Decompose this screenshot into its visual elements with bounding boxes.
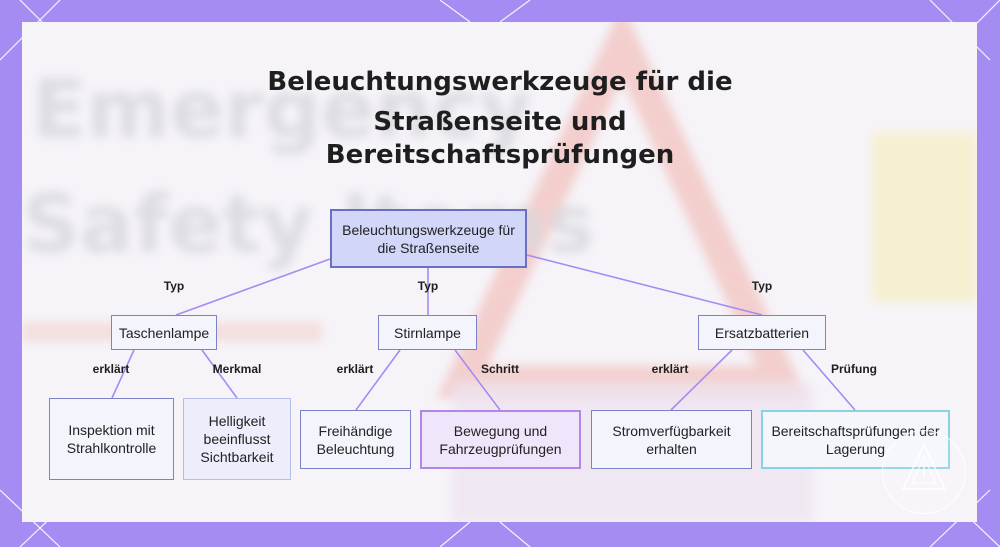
- title-line-3: Bereitschaftsprüfungen: [325, 140, 675, 170]
- edge-label-schritt: Schritt: [480, 362, 520, 376]
- edge-root-taschenlampe: [175, 258, 331, 316]
- node-ersatzbatterien: Ersatzbatterien: [698, 315, 826, 350]
- edge-label-pruefung: Prüfung: [831, 362, 877, 376]
- node-taschenlampe-label: Taschenlampe: [118, 324, 210, 341]
- edge-label-typ-1: Typ: [163, 279, 185, 293]
- node-ersatzbatterien-label: Ersatzbatterien: [714, 324, 810, 341]
- node-inspektion: Inspektion mit Strahlkontrolle: [49, 398, 174, 480]
- root-node-label: Beleuchtungswerkzeuge für die Straßensei…: [342, 221, 515, 256]
- warning-badge-icon: [882, 430, 966, 514]
- node-helligkeit-label: Helligkeit beeinflusst Sichtbarkeit: [200, 413, 274, 465]
- edge-ersatz-bereitschaft: [802, 349, 856, 411]
- edge-stirnlampe-freihaendig: [355, 349, 401, 411]
- title-line-2: Straßenseite und: [373, 107, 627, 137]
- edge-stirnlampe-bewegung: [454, 349, 501, 411]
- edge-label-merkmal: Merkmal: [212, 362, 262, 376]
- node-inspektion-label: Inspektion mit Strahlkontrolle: [66, 422, 157, 456]
- edge-taschenlampe-helligkeit: [201, 349, 238, 399]
- root-node: Beleuchtungswerkzeuge für die Straßensei…: [330, 209, 527, 268]
- title-line-1: Beleuchtungswerkzeuge für die: [267, 67, 733, 97]
- node-bewegung: Bewegung und Fahrzeugprüfungen: [420, 410, 581, 469]
- edge-ersatz-stromverfuegbarkeit: [670, 349, 733, 411]
- edge-label-erklaert-2: erklärt: [336, 362, 374, 376]
- edge-label-typ-3: Typ: [751, 279, 773, 293]
- edge-label-typ-2: Typ: [417, 279, 439, 293]
- node-freihaendig-label: Freihändige Beleuchtung: [316, 422, 395, 457]
- node-bereitschaft-label: Bereitschaftsprüfungen der Lagerung: [771, 422, 940, 457]
- edge-label-erklaert-3: erklärt: [651, 362, 689, 376]
- node-stromverfuegbarkeit-label: Stromverfügbarkeit erhalten: [612, 422, 731, 457]
- edge-taschenlampe-inspektion: [111, 349, 135, 399]
- node-stirnlampe: Stirnlampe: [378, 315, 477, 350]
- node-bewegung-label: Bewegung und Fahrzeugprüfungen: [439, 422, 562, 457]
- node-taschenlampe: Taschenlampe: [111, 315, 217, 350]
- watermark-line-1: Emergency: [32, 63, 532, 156]
- node-stirnlampe-label: Stirnlampe: [394, 324, 461, 341]
- node-helligkeit: Helligkeit beeinflusst Sichtbarkeit: [183, 398, 291, 480]
- node-stromverfuegbarkeit: Stromverfügbarkeit erhalten: [591, 410, 752, 469]
- edge-root-ersatzbatterien: [526, 254, 763, 316]
- edge-label-erklaert-1: erklärt: [92, 362, 130, 376]
- node-freihaendig: Freihändige Beleuchtung: [300, 410, 411, 469]
